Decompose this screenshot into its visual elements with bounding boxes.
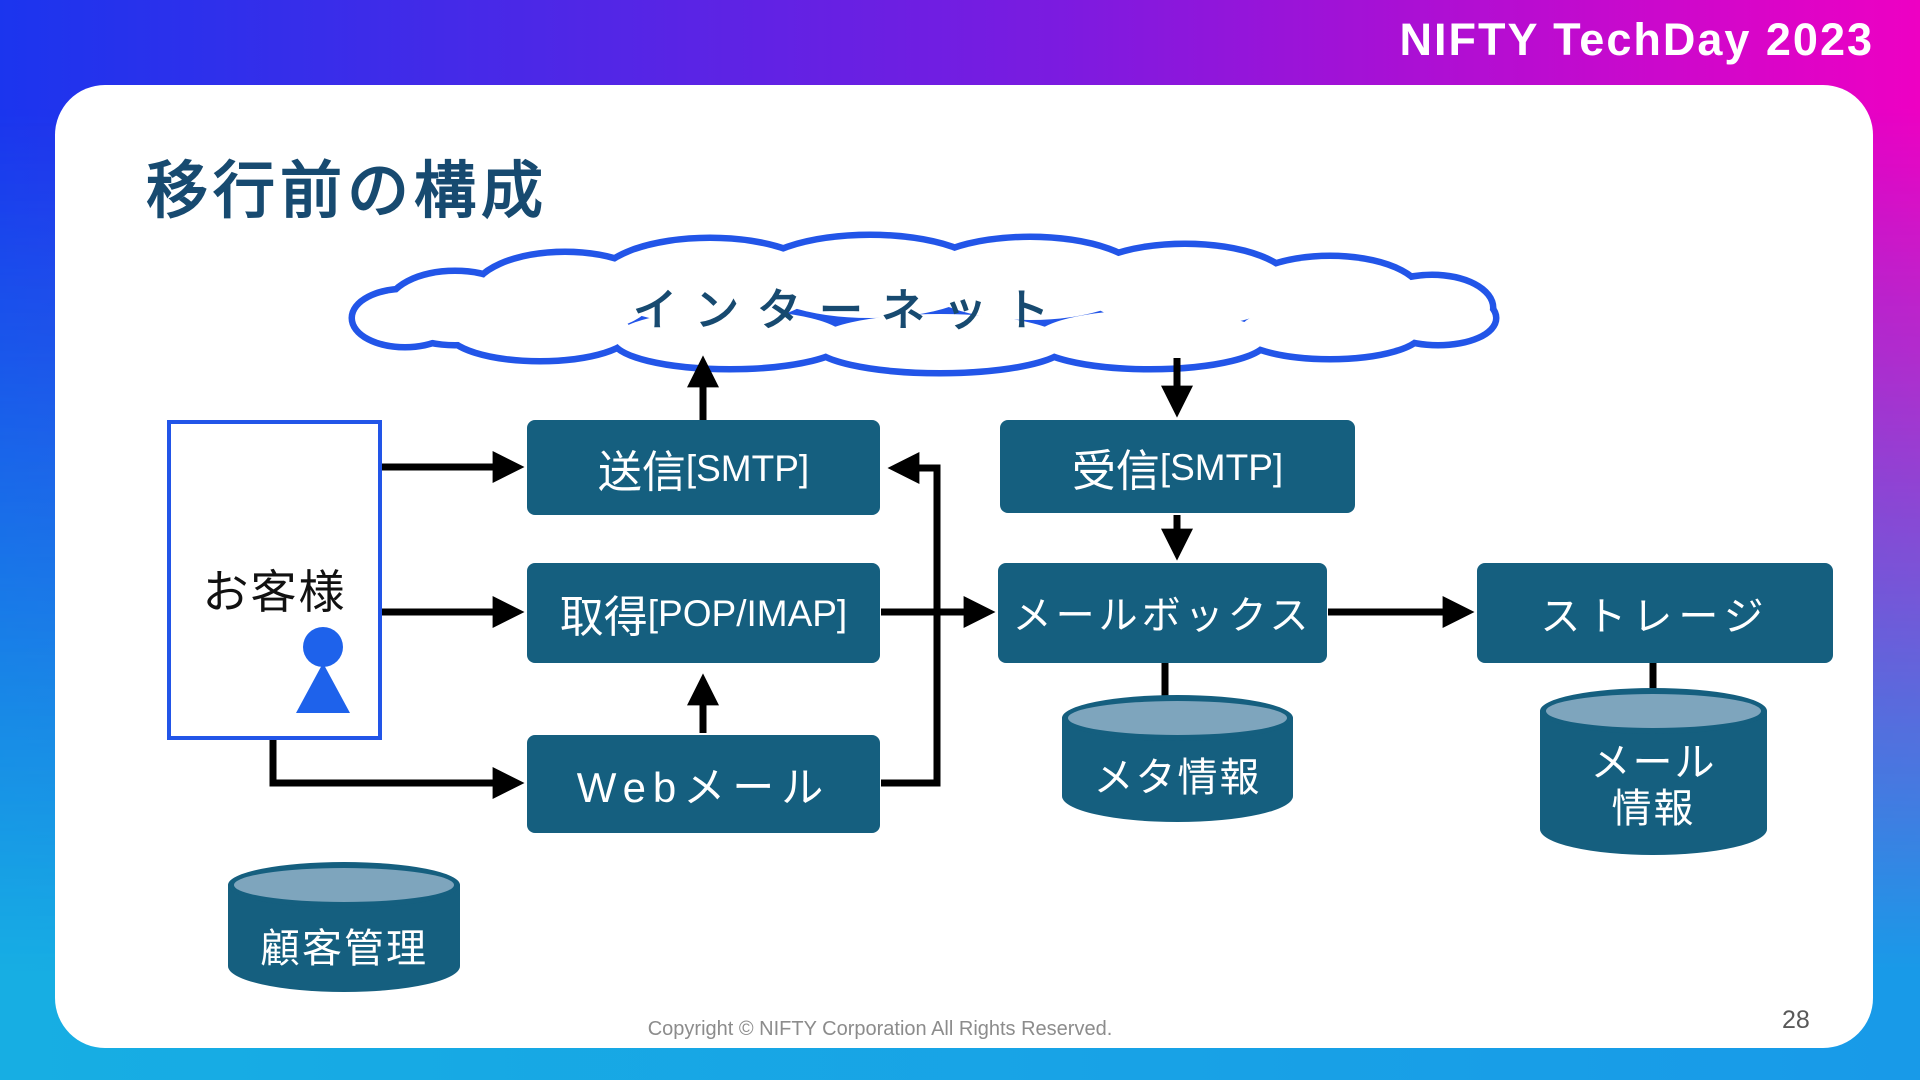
customer-box: お客様 xyxy=(167,420,382,740)
node-storage: ストレージ xyxy=(1477,563,1833,663)
db-mail-info: メール 情報 xyxy=(1540,688,1767,855)
node-send-label: 送信 xyxy=(597,447,686,497)
node-mailbox-label: メールボックス xyxy=(1012,595,1313,638)
db-mail-label: メール 情報 xyxy=(1540,740,1767,832)
db-mail-cylinder-body xyxy=(1540,711,1767,855)
page-number: 28 xyxy=(1782,1006,1810,1034)
db-mail-cylinder-top xyxy=(1540,688,1767,734)
node-fetch-protocol: [POP/IMAP] xyxy=(647,593,848,634)
db-meta-label: メタ情報 xyxy=(1093,756,1262,800)
node-send-smtp: 送信[SMTP] xyxy=(527,420,880,515)
person-icon xyxy=(293,627,353,713)
slide-title: 移行前の構成 xyxy=(146,157,549,226)
person-icon-head xyxy=(303,627,343,667)
internet-cloud-label: インターネット xyxy=(633,286,1067,335)
node-mailbox: メールボックス xyxy=(998,563,1327,663)
node-fetch-label: 取得 xyxy=(559,593,648,642)
node-fetch-pop-imap: 取得[POP/IMAP] xyxy=(527,563,880,663)
node-storage-label: ストレージ xyxy=(1540,595,1770,639)
arrow-customer-to-webmail xyxy=(269,738,525,799)
copyright-text: Copyright © NIFTY Corporation All Rights… xyxy=(647,1018,1113,1040)
db-customer-label: 顧客管理 xyxy=(260,927,428,971)
node-webmail-label: Webメール xyxy=(576,763,831,811)
node-receive-smtp: 受信[SMTP] xyxy=(1000,420,1355,513)
arrows xyxy=(269,355,1475,799)
db-meta-cylinder-top xyxy=(1062,695,1293,741)
person-icon-torso xyxy=(296,663,350,713)
node-webmail: Webメール xyxy=(527,735,880,833)
db-mail-label-line1: メール xyxy=(1590,741,1717,785)
node-receive-label: 受信 xyxy=(1071,446,1160,496)
node-receive-protocol: [SMTP] xyxy=(1159,446,1284,488)
node-send-protocol: [SMTP] xyxy=(685,447,810,489)
arrow-webmail-to-send xyxy=(881,452,941,787)
db-customer-cylinder-top xyxy=(228,862,460,908)
customer-label: お客様 xyxy=(202,566,347,618)
db-meta-info: メタ情報 xyxy=(1062,695,1293,822)
db-customer-management: 顧客管理 xyxy=(228,862,460,992)
nifty-techday-logo: NIFTY TechDay 2023 xyxy=(1399,14,1874,65)
db-mail-label-line2: 情報 xyxy=(1611,787,1696,831)
